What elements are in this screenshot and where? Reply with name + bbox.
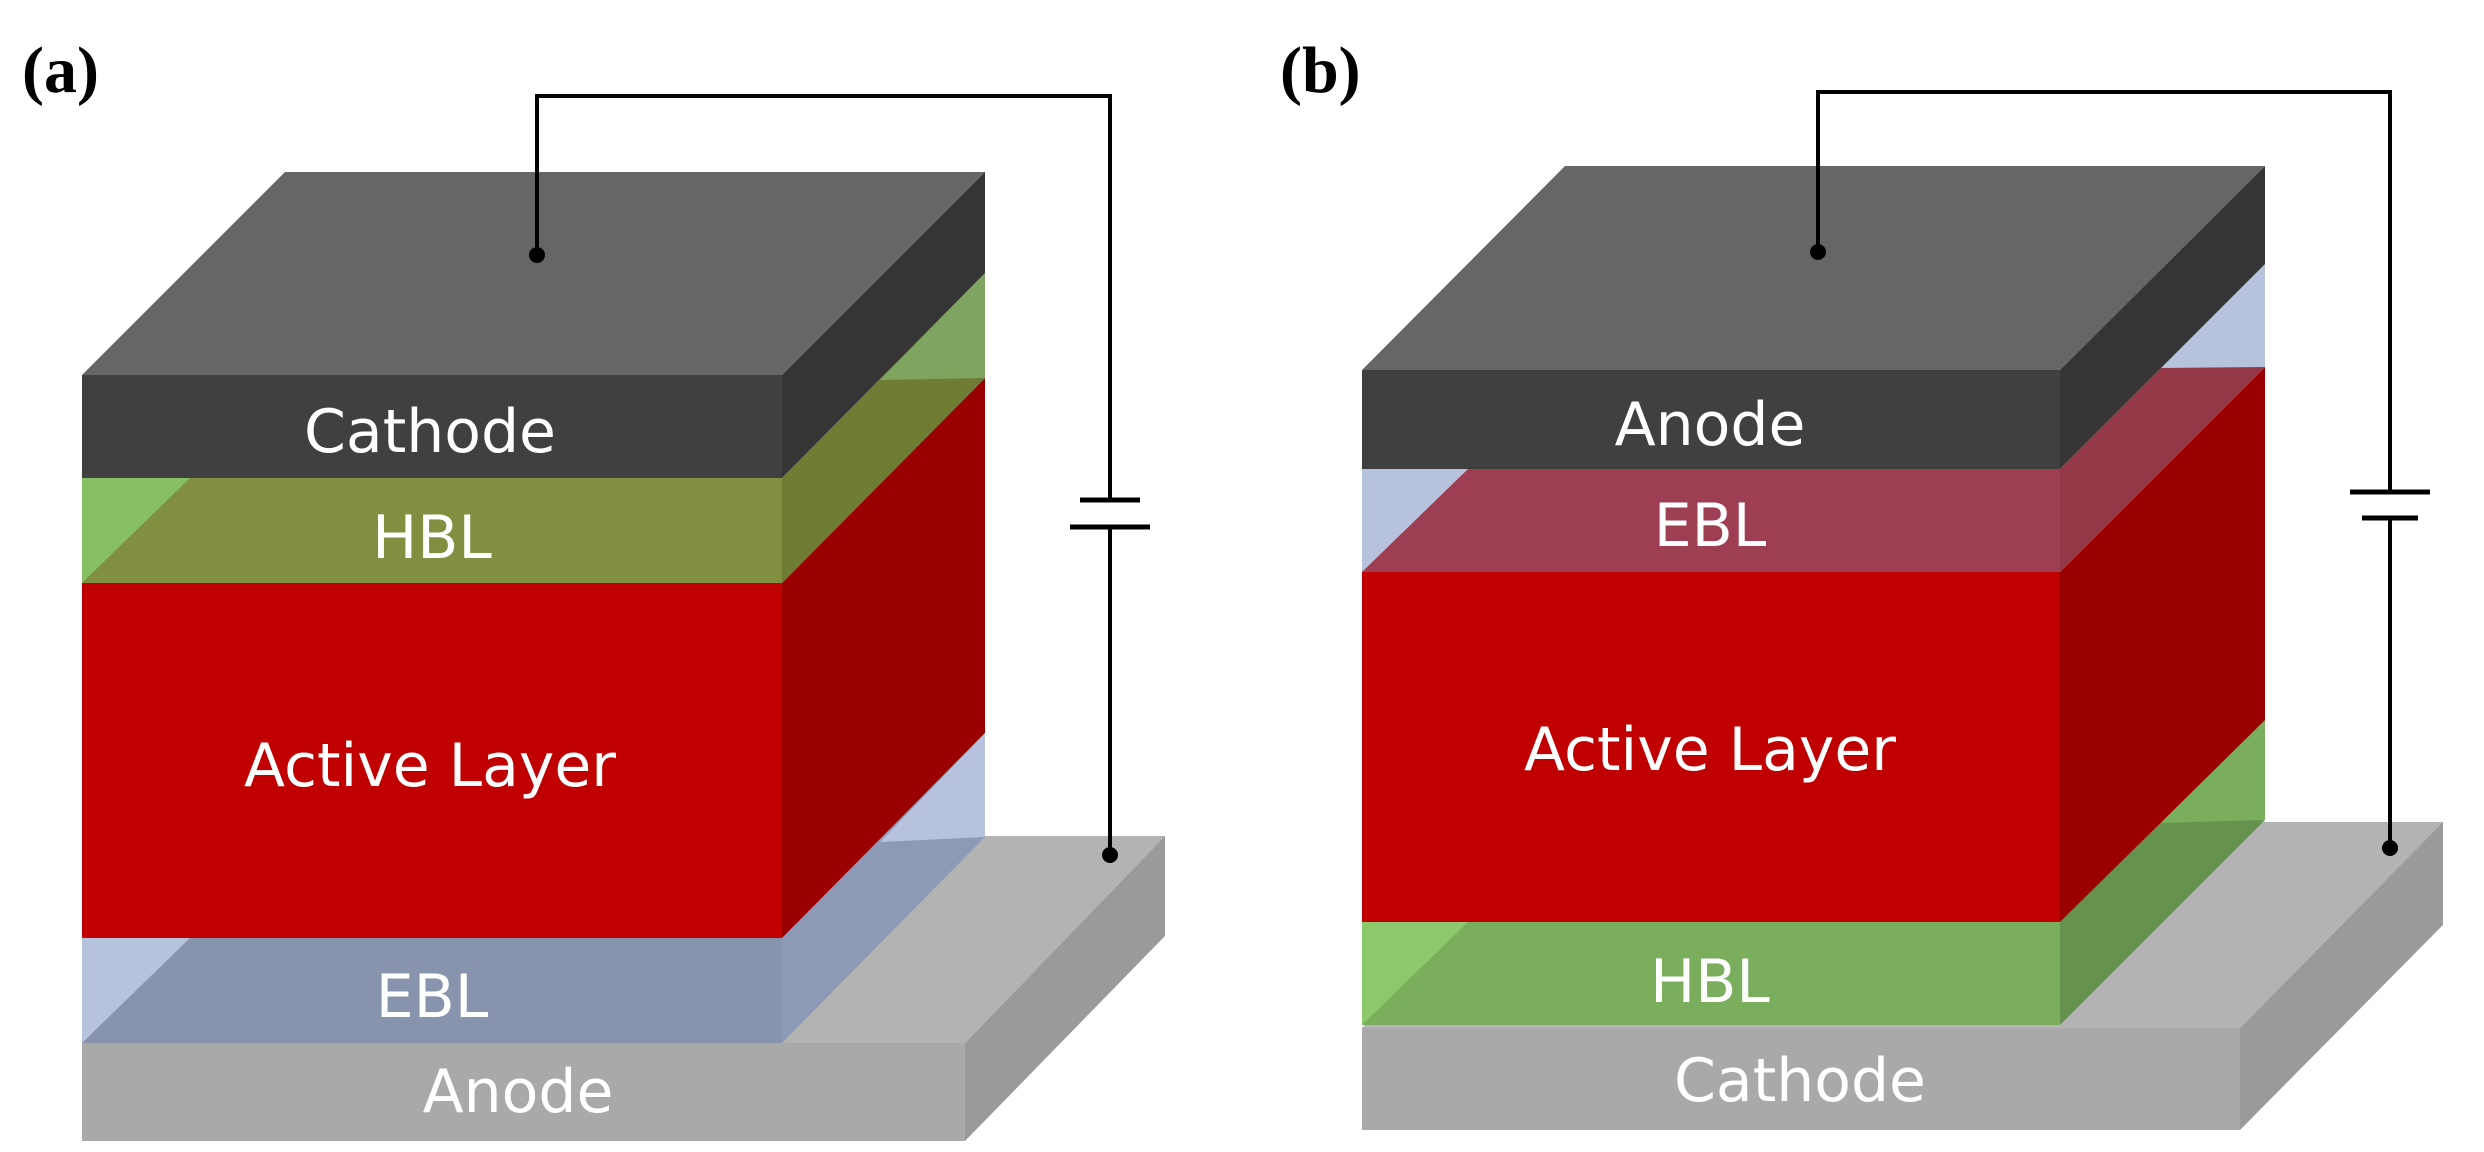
contact-dot-bottom-b bbox=[2382, 840, 2398, 856]
upper-interlayer-label-a: HBL bbox=[372, 503, 492, 573]
lower-interlayer-a: EBL bbox=[82, 733, 985, 1043]
upper-interlayer-a: HBL bbox=[82, 273, 985, 583]
substrate-label-b: Cathode bbox=[1674, 1046, 1926, 1116]
active-layer-label-a: Active Layer bbox=[244, 731, 616, 801]
lower-interlayer-b: HBL bbox=[1362, 720, 2265, 1025]
lower-interlayer-label-a: EBL bbox=[376, 962, 489, 1032]
top-electrode-label-a: Cathode bbox=[304, 397, 556, 467]
top-electrode-label-b: Anode bbox=[1615, 390, 1806, 460]
wire-top-a bbox=[535, 94, 1112, 500]
contact-dot-bottom-a bbox=[1102, 847, 1118, 863]
top-electrode-a: Cathode bbox=[82, 172, 985, 478]
contact-dot-top-b bbox=[1810, 244, 1826, 260]
panel-a: (a) Anode EBL Active Layer bbox=[22, 34, 1165, 1141]
upper-interlayer-b: EBL bbox=[1362, 264, 2265, 572]
substrate-label-a: Anode bbox=[423, 1057, 614, 1127]
upper-interlayer-label-b: EBL bbox=[1654, 491, 1767, 561]
panel-a-label: (a) bbox=[22, 34, 99, 107]
active-layer-a: Active Layer bbox=[82, 378, 985, 938]
panel-b: (b) Cathode HBL Active Layer bbox=[1280, 34, 2443, 1130]
contact-dot-top-a bbox=[529, 247, 545, 263]
circuit-b bbox=[1810, 90, 2430, 856]
wire-top-b bbox=[1816, 90, 2392, 492]
active-layer-label-b: Active Layer bbox=[1524, 715, 1896, 785]
active-layer-b: Active Layer bbox=[1362, 367, 2265, 922]
circuit-a bbox=[529, 94, 1150, 863]
top-electrode-b: Anode bbox=[1362, 166, 2265, 469]
panel-b-label: (b) bbox=[1280, 34, 1361, 107]
lower-interlayer-label-b: HBL bbox=[1650, 947, 1770, 1017]
